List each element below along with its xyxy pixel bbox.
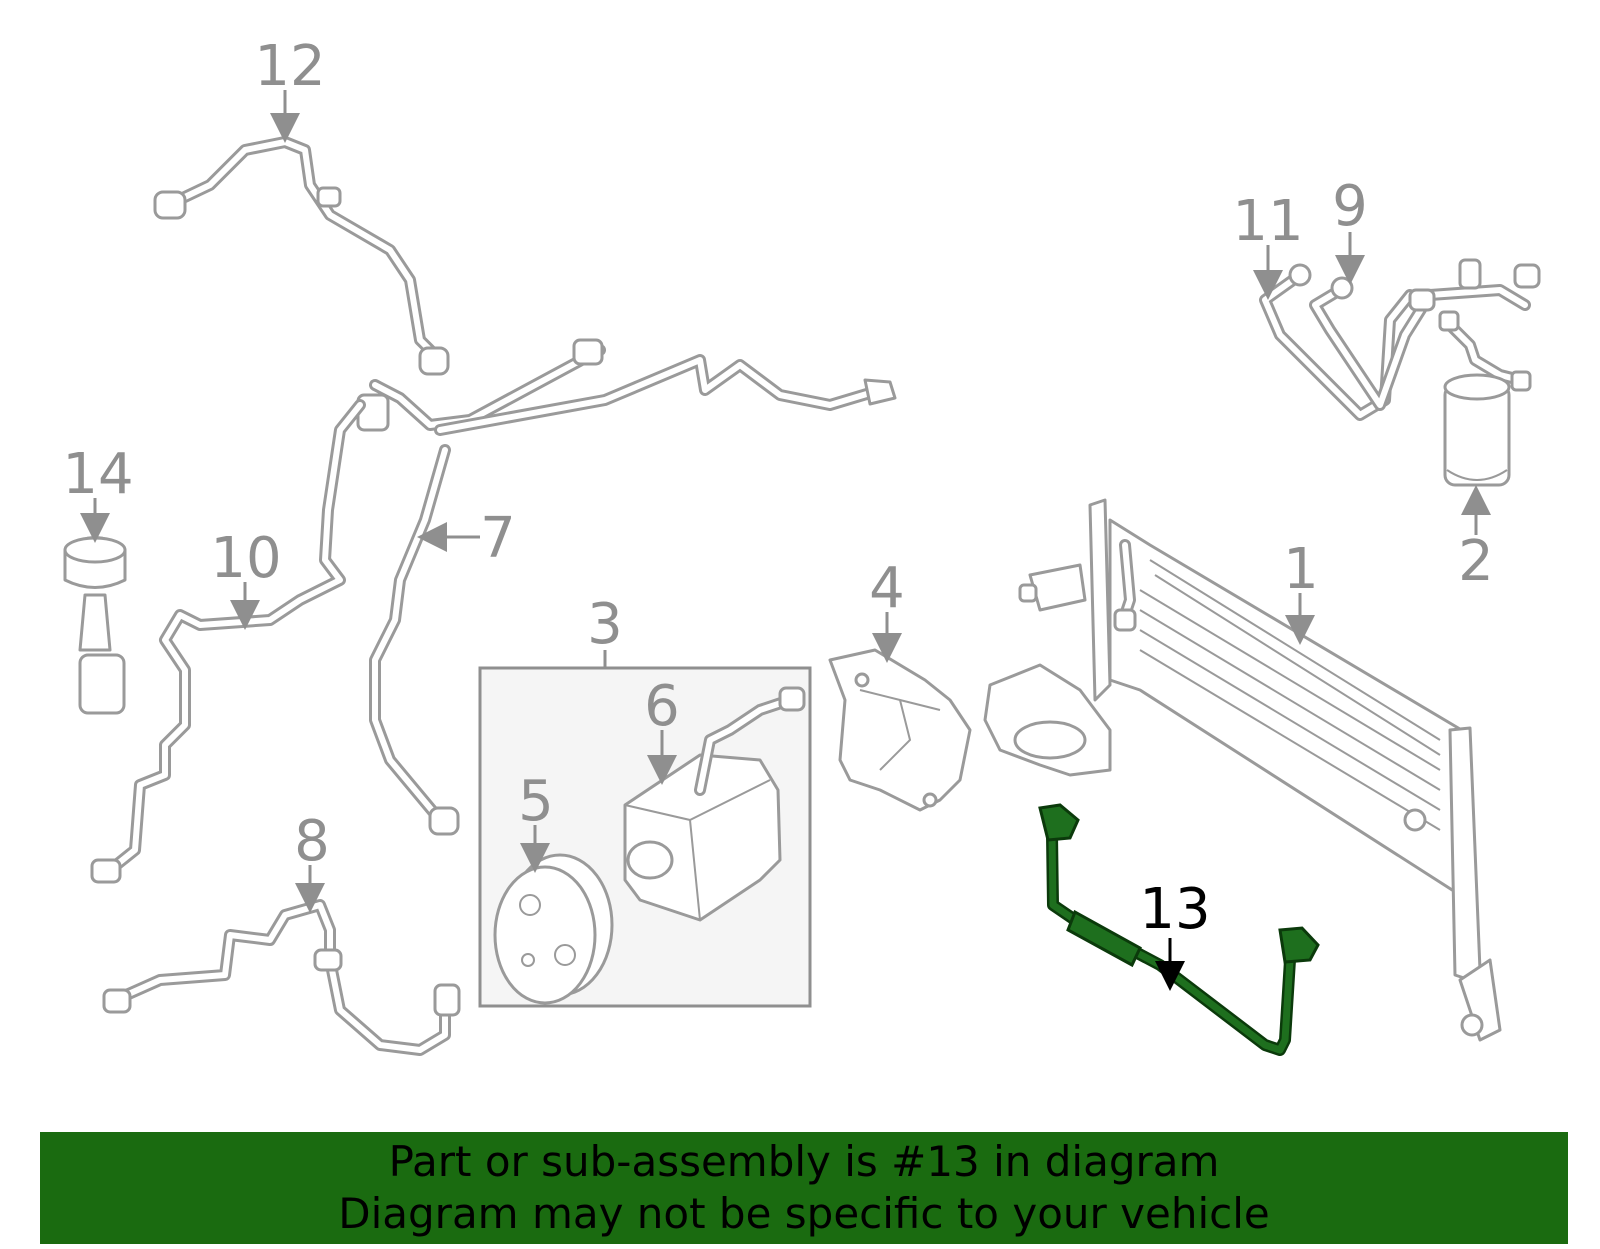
banner-line-2: Diagram may not be specific to your vehi… <box>338 1189 1270 1238</box>
part-6-compressor[interactable] <box>623 686 806 922</box>
callout-13: 13 <box>1139 877 1210 942</box>
part-2-receiver-drier[interactable] <box>1438 310 1532 487</box>
callout-9: 9 <box>1332 174 1368 239</box>
info-banner: Part or sub-assembly is #13 in diagram D… <box>40 1132 1568 1244</box>
callout-3: 3 <box>587 592 623 657</box>
callout-labels: 12 14 10 7 3 6 5 8 4 1 2 11 9 13 <box>62 34 1493 942</box>
callout-4: 4 <box>869 556 905 621</box>
callout-6: 6 <box>644 674 680 739</box>
part-5-pulley[interactable] <box>493 853 614 1005</box>
callout-1: 1 <box>1283 537 1319 602</box>
callout-7: 7 <box>480 506 516 571</box>
callout-5: 5 <box>518 769 554 834</box>
callout-10: 10 <box>210 526 281 591</box>
callout-14: 14 <box>62 442 133 507</box>
callout-arrows <box>80 90 1491 991</box>
part-10-pipe[interactable] <box>90 399 366 884</box>
callout-11: 11 <box>1232 189 1303 254</box>
part-12-hose[interactable] <box>153 136 450 376</box>
part-8-hose[interactable] <box>102 899 461 1056</box>
banner-line-1: Part or sub-assembly is #13 in diagram <box>388 1137 1220 1186</box>
part-1-condenser[interactable] <box>983 498 1502 1042</box>
callout-2: 2 <box>1458 529 1494 594</box>
part-9-11-pipes[interactable] <box>1259 258 1541 421</box>
part-13-hose-highlighted[interactable] <box>1038 803 1320 1056</box>
callout-8: 8 <box>294 809 330 874</box>
part-4-bracket[interactable] <box>828 648 972 812</box>
callout-12: 12 <box>254 34 325 99</box>
part-14-pressure-switch[interactable] <box>63 536 127 715</box>
